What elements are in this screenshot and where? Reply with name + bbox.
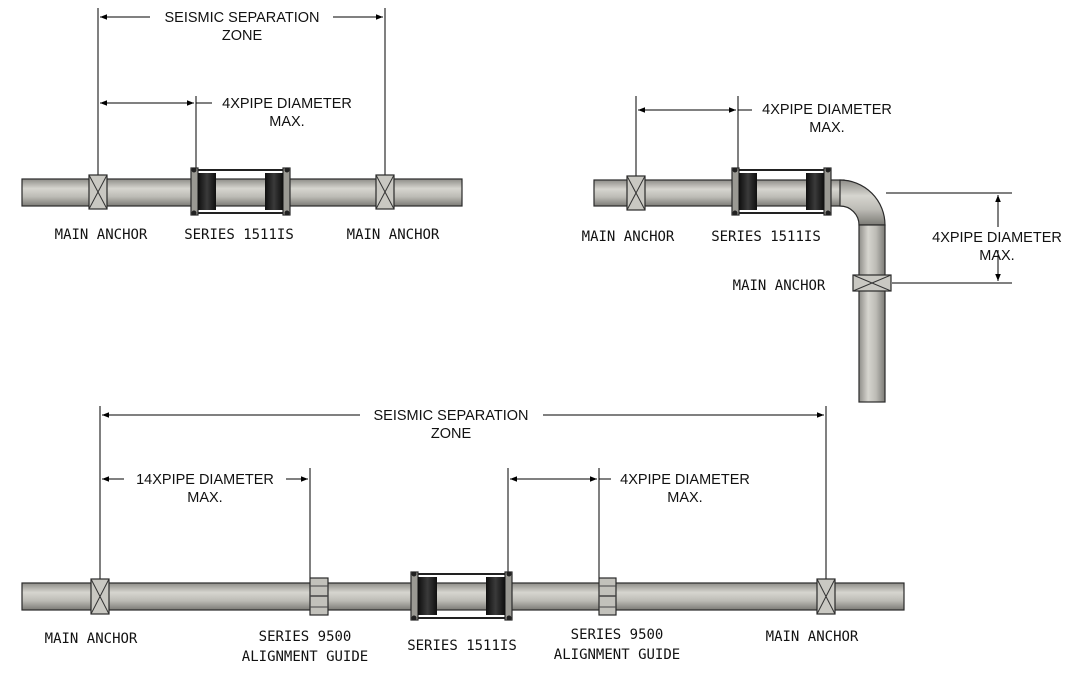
main-anchor-label: MAIN ANCHOR [582, 229, 675, 245]
main-anchor-right [375, 174, 395, 210]
seismic-zone-label: SEISMIC SEPARATION [374, 408, 529, 424]
seismic-zone-label: SEISMIC SEPARATION [165, 10, 320, 26]
pipe-diameter-note-right: 4XPIPE DIAMETER [620, 472, 750, 488]
top-right-diagram: 4XPIPE DIAMETER MAX. [582, 96, 1062, 403]
alignment-guide-label-line2: ALIGNMENT GUIDE [242, 649, 368, 665]
alignment-guide-label-line2: ALIGNMENT GUIDE [554, 647, 680, 663]
expansion-joint-1511is [731, 167, 832, 216]
joint-label: SERIES 1511IS [407, 638, 517, 654]
pipe-diameter-note: 4XPIPE DIAMETER [222, 96, 352, 112]
main-anchor-label: MAIN ANCHOR [55, 227, 148, 243]
pipe-diameter-note-vertical-line2: MAX. [979, 248, 1014, 264]
main-anchor-left [626, 175, 646, 211]
alignment-guide-left [309, 577, 329, 616]
pipe-elbow [839, 179, 886, 226]
pipe-vertical [858, 224, 886, 403]
joint-label: SERIES 1511IS [711, 229, 821, 245]
expansion-joint-1511is [190, 167, 291, 216]
main-anchor-left [88, 174, 108, 210]
pipe-diameter-note-line2: MAX. [809, 120, 844, 136]
alignment-guide-right [598, 577, 617, 616]
alignment-guide-label: SERIES 9500 [571, 627, 664, 643]
main-anchor-label: MAIN ANCHOR [733, 278, 826, 294]
pipe [21, 178, 463, 207]
main-anchor-label: MAIN ANCHOR [347, 227, 440, 243]
main-anchor-label: MAIN ANCHOR [766, 629, 859, 645]
pipe [21, 582, 905, 611]
pipe-diameter-note-left: 14XPIPE DIAMETER [136, 472, 274, 488]
expansion-joint-1511is [410, 571, 513, 621]
seismic-zone-label-line2: ZONE [431, 426, 472, 442]
pipe-diameter-note-vertical: 4XPIPE DIAMETER [932, 230, 1062, 246]
pipe-diameter-note-right-line2: MAX. [667, 490, 702, 506]
seismic-zone-label-line2: ZONE [222, 28, 263, 44]
joint-label: SERIES 1511IS [184, 227, 294, 243]
top-left-diagram: SEISMIC SEPARATION ZONE 4XPIPE DIAMETER … [21, 8, 463, 243]
main-anchor-right [816, 578, 836, 615]
main-anchor-label: MAIN ANCHOR [45, 631, 138, 647]
pipe-diameter-note-left-line2: MAX. [187, 490, 222, 506]
alignment-guide-label: SERIES 9500 [259, 629, 352, 645]
pipe-diameter-note-line2: MAX. [269, 114, 304, 130]
pipe-diameter-note: 4XPIPE DIAMETER [762, 102, 892, 118]
main-anchor-vertical [852, 274, 892, 292]
main-anchor-left [90, 578, 110, 615]
bottom-diagram: SEISMIC SEPARATION ZONE 14XPIPE DIAMETER… [21, 406, 905, 665]
